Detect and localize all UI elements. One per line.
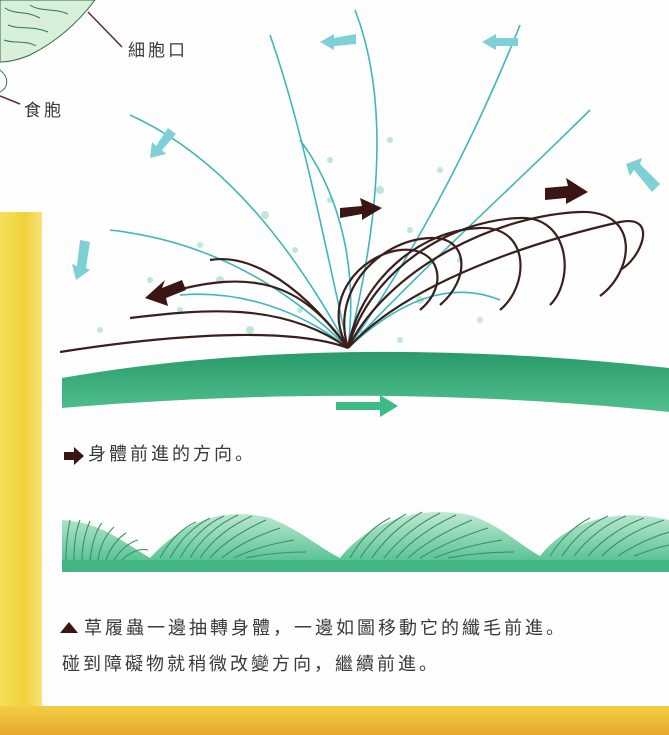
cell-fragment bbox=[0, 0, 96, 93]
flow-arrow-icon bbox=[482, 34, 518, 50]
flow-arrow-icon bbox=[72, 240, 90, 280]
water-flow-arrows bbox=[72, 34, 660, 280]
stroke-arrow-icon bbox=[145, 280, 186, 306]
flow-arrow-icon bbox=[626, 158, 660, 192]
caption-bullet-icon bbox=[60, 622, 78, 633]
water-particles bbox=[97, 137, 483, 343]
label-cytostome: 細胞口 bbox=[128, 41, 188, 61]
caption-direction: 身體前進的方向。 bbox=[88, 444, 256, 465]
stroke-arrow-icon bbox=[545, 178, 588, 204]
yellow-border-left bbox=[0, 212, 42, 722]
flow-arrow-icon bbox=[320, 34, 356, 50]
stroke-direction-arrows bbox=[145, 178, 588, 306]
body-direction-arrow-icon bbox=[336, 395, 398, 417]
flow-arrow-icon bbox=[150, 128, 176, 158]
cilia-wave bbox=[62, 511, 669, 572]
caption-main-line1: 草履蟲一邊抽轉身體，一邊如圖移動它的纖毛前進。 bbox=[84, 618, 567, 639]
caption-main-line2: 碰到障礙物就稍微改變方向，繼續前進。 bbox=[62, 654, 440, 675]
stroke-arrow-icon bbox=[340, 198, 382, 220]
cilia-effective-strokes bbox=[59, 210, 645, 354]
food-vacuole-leader bbox=[0, 95, 21, 105]
caption-arrow-icon bbox=[64, 447, 84, 465]
label-food-vacuole: 食胞 bbox=[24, 101, 64, 121]
cytostome-leader bbox=[87, 11, 123, 48]
yellow-border-bottom bbox=[0, 706, 669, 735]
cell-body-surface bbox=[62, 351, 669, 412]
